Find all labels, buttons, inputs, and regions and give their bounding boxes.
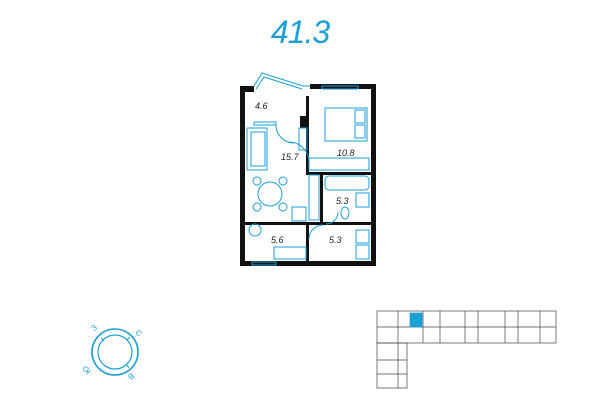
electrical-panel — [248, 223, 262, 237]
window — [321, 85, 359, 90]
room-area-hall: 5.6 — [271, 235, 284, 245]
bed — [324, 107, 368, 142]
door-arc — [288, 141, 310, 163]
door-arc — [325, 211, 339, 225]
room-area-balcony: 4.6 — [255, 101, 268, 111]
compass-north: С — [133, 328, 143, 339]
compass-south: Ю — [81, 364, 93, 376]
door-arc — [275, 124, 295, 144]
selected-apartment-highlight — [409, 312, 423, 328]
bathtub — [324, 175, 370, 191]
room-area-corridor: 5.3 — [329, 235, 342, 245]
bay-window — [253, 72, 310, 90]
kitchen-counter — [308, 174, 320, 221]
dining-table — [252, 176, 288, 212]
building-minimap — [376, 310, 557, 389]
window — [253, 121, 277, 126]
washing-machine — [355, 229, 370, 244]
boiler — [355, 244, 370, 260]
room-area-living: 15.7 — [281, 152, 300, 162]
toilet — [340, 206, 350, 220]
radiator — [298, 127, 308, 151]
room-area-bathroom: 5.3 — [336, 196, 349, 206]
sofa — [246, 127, 268, 171]
wardrobe — [273, 246, 307, 260]
total-area: 41.3 — [270, 14, 330, 50]
compass: З С Ю В — [81, 323, 144, 382]
washbasin — [355, 192, 370, 208]
sink — [291, 206, 307, 222]
window — [251, 261, 277, 266]
door-arc — [308, 224, 324, 240]
compass-west: З — [89, 323, 99, 333]
compass-east: В — [126, 371, 136, 381]
wardrobe — [308, 157, 370, 171]
room-area-bedroom: 10.8 — [337, 148, 355, 158]
